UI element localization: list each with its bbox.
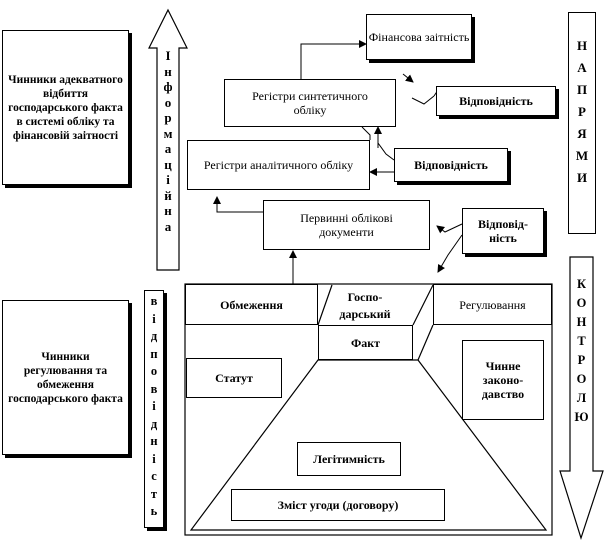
analytic-registers-box: Регістри аналітичного обліку	[187, 140, 370, 190]
economic-label: Госпо-дарський	[339, 290, 391, 321]
synthetic-registers-box: Регістри синтетичного обліку	[224, 79, 396, 127]
fact-trapezoid	[189, 359, 548, 531]
agreement-content-text: Зміст угоди (договору)	[277, 498, 399, 512]
restrictions-box: Обмеження	[185, 284, 318, 325]
statute-box: Статут	[186, 358, 282, 398]
regulation-factors-box: Чинники регулювання та обмеження господа…	[2, 300, 129, 455]
regulation-box: Регулювання	[433, 284, 552, 325]
primary-documents-text: Первинні облікові документи	[300, 211, 393, 239]
adequate-reflection-factors-text: Чинники адекватного відбиття господарськ…	[8, 73, 123, 142]
conformity-text-2: Відповідність	[414, 158, 488, 172]
financial-report-text: Фінансова заітність	[368, 30, 470, 44]
synthetic-registers-text: Регістри синтетичного обліку	[252, 89, 368, 117]
legitimacy-text: Легітимність	[313, 452, 385, 466]
analytic-registers-text: Регістри аналітичного обліку	[203, 158, 354, 172]
current-legislation-text: Чинне законо-давство	[481, 359, 525, 401]
regulation-text: Регулювання	[459, 297, 526, 312]
control-arrow	[559, 256, 604, 540]
agreement-content-box: Зміст угоди (договору)	[231, 489, 445, 521]
legitimacy-box: Легітимність	[297, 442, 401, 476]
conformity-text-1: Відповідність	[459, 94, 533, 108]
fact-frame	[184, 283, 553, 536]
restrictions-text: Обмеження	[220, 297, 283, 312]
conformity-box-3: Відповід-ність	[462, 208, 544, 254]
financial-report-box: Фінансова заітність	[366, 14, 472, 60]
conformity-text-3: Відповід-ність	[478, 217, 528, 245]
information-arrow	[148, 8, 188, 271]
fact-box: Факт	[318, 325, 413, 360]
fact-text: Факт	[350, 335, 381, 350]
conformity-box-1: Відповідність	[436, 86, 556, 116]
adequate-reflection-factors-box: Чинники адекватного відбиття господарськ…	[2, 30, 129, 185]
conformity-box-2: Відповідність	[394, 148, 508, 182]
primary-documents-box: Первинні облікові документи	[263, 200, 430, 250]
regulation-factors-text: Чинники регулювання та обмеження господа…	[8, 350, 123, 405]
statute-text: Статут	[215, 371, 253, 385]
current-legislation-box: Чинне законо-давство	[462, 340, 544, 420]
